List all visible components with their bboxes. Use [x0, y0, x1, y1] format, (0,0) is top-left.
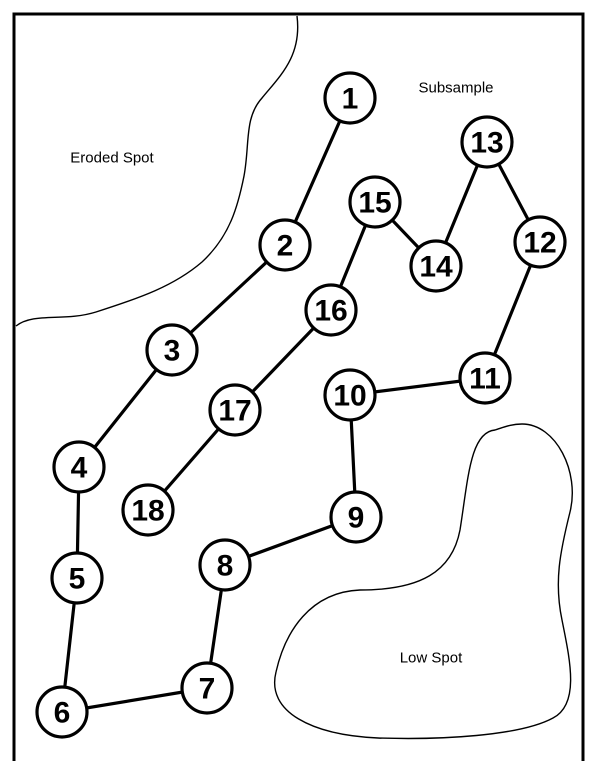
- sample-point-11: 11: [458, 351, 512, 405]
- sample-point-10: 10: [323, 368, 377, 422]
- sample-point-12: 12: [513, 215, 567, 269]
- eroded-spot-boundary: [15, 15, 299, 327]
- sample-point-circle: [348, 175, 402, 229]
- sample-point-label: 3: [164, 335, 181, 368]
- sample-point-8: 8: [198, 538, 252, 592]
- sample-point-circle: [35, 685, 89, 739]
- sample-point-label: 8: [217, 550, 234, 583]
- sample-point-circle: [323, 368, 377, 422]
- sample-point-circle: [180, 661, 234, 715]
- sample-point-label: 16: [314, 295, 347, 328]
- sample-point-14: 14: [409, 239, 463, 293]
- sample-point-17: 17: [208, 383, 262, 437]
- sample-point-circle: [208, 383, 262, 437]
- sample-point-circle: [145, 323, 199, 377]
- low-spot-label: Low Spot: [400, 650, 463, 667]
- sample-point-circle: [121, 483, 175, 537]
- sample-point-circle: [304, 283, 358, 337]
- sample-point-5: 5: [50, 551, 104, 605]
- sample-point-label: 2: [277, 230, 294, 263]
- sample-point-label: 18: [131, 495, 164, 528]
- sample-point-13: 13: [460, 115, 514, 169]
- sample-point-2: 2: [258, 218, 312, 272]
- sample-point-label: 6: [54, 697, 71, 730]
- sample-point-18: 18: [121, 483, 175, 537]
- sample-point-label: 15: [358, 187, 391, 220]
- sample-point-label: 12: [523, 227, 556, 260]
- sample-point-15: 15: [348, 175, 402, 229]
- sample-point-circle: [329, 490, 383, 544]
- sample-point-label: 14: [419, 251, 453, 284]
- sample-point-circle: [458, 351, 512, 405]
- sample-point-circle: [409, 239, 463, 293]
- sample-point-label: 4: [71, 452, 88, 485]
- sample-point-label: 9: [348, 502, 365, 535]
- diagram-border: [12, 12, 585, 761]
- sample-point-label: 10: [333, 380, 366, 413]
- sample-point-circle: [460, 115, 514, 169]
- sample-point-label: 5: [69, 563, 86, 596]
- sample-point-4: 4: [52, 440, 106, 494]
- sample-point-label: 17: [218, 395, 251, 428]
- sample-point-label: 7: [199, 673, 216, 706]
- sample-point-9: 9: [329, 490, 383, 544]
- sample-point-label: 13: [470, 127, 503, 160]
- sample-point-7: 7: [180, 661, 234, 715]
- eroded-spot-label: Eroded Spot: [70, 150, 154, 167]
- sampling-path: [60, 96, 542, 714]
- sample-point-circle: [258, 218, 312, 272]
- sample-point-label: 11: [469, 363, 501, 396]
- sample-point-6: 6: [35, 685, 89, 739]
- sample-point-circle: [50, 551, 104, 605]
- subsample-label: Subsample: [418, 80, 493, 97]
- sample-point-3: 3: [145, 323, 199, 377]
- low-spot-boundary: [273, 423, 573, 740]
- sample-point-circle: [513, 215, 567, 269]
- path-segment-1-2: [283, 96, 352, 247]
- sample-point-circle: [52, 440, 106, 494]
- sample-point-circle: [323, 71, 377, 125]
- sample-point-label: 1: [342, 83, 359, 116]
- sample-point-1: 1: [323, 71, 377, 125]
- sample-point-16: 16: [304, 283, 358, 337]
- sample-point-circle: [198, 538, 252, 592]
